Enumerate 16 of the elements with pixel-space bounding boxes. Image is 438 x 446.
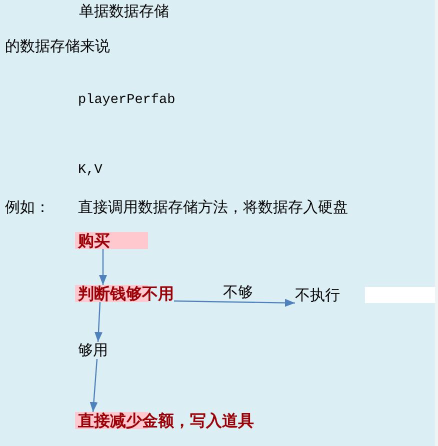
arrow (174, 298, 296, 307)
cell-text: 直接调用数据存储方法，将数据存入硬盘 (78, 199, 348, 215)
code-text: K,V (78, 163, 102, 179)
cell-text: 的数据存储来说 (5, 38, 110, 54)
step-text: 够用 (78, 342, 108, 359)
arrow (90, 358, 98, 412)
cell-text: 单据数据存储 (79, 3, 169, 19)
edge-label: 不够 (221, 285, 255, 300)
highlighted-cell: 直接减少金额，写入道具 (75, 412, 254, 429)
code-text: playerPerfab (78, 93, 176, 109)
arrow (94, 302, 102, 342)
highlighted-cell: 购买 (75, 232, 148, 249)
arrow (99, 249, 107, 285)
highlighted-cell: 判断钱够不用 (75, 285, 174, 302)
cell-text: 例如： (5, 199, 50, 215)
step-text: 不执行 (295, 287, 340, 304)
